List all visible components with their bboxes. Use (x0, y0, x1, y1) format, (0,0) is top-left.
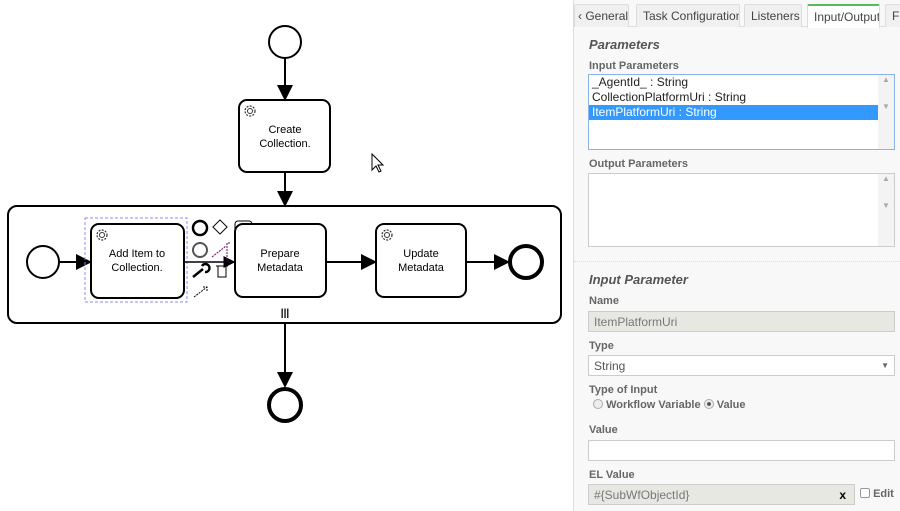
sub-end-event[interactable] (508, 244, 544, 280)
wrench-icon[interactable] (192, 262, 211, 278)
tab-input-output[interactable]: Input/Output (807, 4, 880, 28)
edit-checkbox[interactable] (860, 488, 870, 498)
start-event[interactable] (268, 25, 302, 59)
scrollbar[interactable]: ▲▼ (878, 75, 894, 149)
append-gateway-icon[interactable] (212, 219, 228, 235)
mouse-cursor-icon (371, 152, 385, 173)
connect-icon[interactable] (193, 286, 208, 298)
task-prepare-metadata[interactable]: Prepare Metadata (234, 223, 327, 298)
radio-label: Value (716, 399, 746, 411)
type-of-input-radios: Workflow Variable Value (593, 399, 746, 411)
radio-value[interactable] (703, 399, 714, 409)
end-event[interactable] (267, 387, 303, 423)
tab-more[interactable]: F (885, 4, 900, 27)
task-label: Collection. (259, 138, 310, 150)
append-intermediate-event-icon[interactable] (192, 242, 208, 258)
text-annotation-icon[interactable] (211, 242, 230, 262)
tab-listeners[interactable]: Listeners (744, 4, 802, 27)
output-parameters-label: Output Parameters (589, 158, 689, 170)
task-label: Prepare (260, 248, 299, 260)
scrollbar[interactable]: ▲▼ (878, 174, 894, 246)
task-create-collection[interactable]: Create Collection. (238, 99, 331, 173)
input-parameters-label: Input Parameters (589, 60, 679, 72)
el-value-label: EL Value (589, 469, 635, 481)
edit-label: Edit (873, 488, 894, 500)
type-label: Type (589, 340, 614, 352)
sub-start-event[interactable] (26, 245, 60, 279)
list-item-selected[interactable]: ItemPlatformUri : String (589, 105, 878, 120)
clear-icon[interactable]: x (839, 488, 846, 502)
task-label: Metadata (398, 262, 445, 274)
list-item[interactable]: CollectionPlatformUri : String (592, 90, 747, 104)
type-select[interactable]: String▼ (588, 355, 895, 376)
edit-checkbox-group: Edit (860, 488, 894, 500)
task-label: Update (403, 248, 438, 260)
task-add-item[interactable]: Add Item to Collection. (90, 223, 185, 299)
name-field[interactable]: ItemPlatformUri (588, 311, 895, 332)
value-field[interactable] (588, 440, 895, 461)
radio-label: Workflow Variable (606, 399, 701, 411)
type-of-input-label: Type of Input (589, 384, 658, 396)
parameters-heading: Parameters (589, 37, 660, 52)
tab-scroll-left-icon[interactable]: ‹ (578, 9, 582, 23)
properties-panel: ‹ General Task Configuration Listeners I… (573, 0, 900, 511)
task-label: Metadata (257, 262, 304, 274)
tab-task-configuration[interactable]: Task Configuration (636, 4, 740, 27)
value-label: Value (589, 424, 618, 436)
chevron-down-icon: ▼ (881, 361, 889, 370)
task-label: Collection. (111, 262, 162, 274)
el-value-field[interactable]: #{SubWfObjectId}x (588, 484, 855, 505)
radio-workflow-variable[interactable] (593, 399, 603, 409)
task-label: Create (268, 124, 301, 136)
input-parameter-heading: Input Parameter (589, 272, 688, 287)
tab-bar: ‹ General Task Configuration Listeners I… (574, 4, 900, 28)
list-item[interactable]: _AgentId_ : String (592, 75, 689, 89)
multi-instance-marker: ||| (281, 308, 290, 319)
trash-icon[interactable] (216, 265, 228, 278)
bpmn-canvas[interactable]: Create Collection. Add Item to Collectio… (0, 0, 573, 511)
divider (574, 261, 900, 262)
task-update-metadata[interactable]: Update Metadata (375, 223, 467, 298)
task-label: Add Item to (109, 248, 165, 260)
tab-general[interactable]: ‹ General (574, 4, 629, 27)
input-parameters-list[interactable]: _AgentId_ : String CollectionPlatformUri… (588, 74, 895, 150)
output-parameters-list[interactable]: ▲▼ (588, 173, 895, 247)
name-label: Name (589, 295, 619, 307)
selection-outline (84, 217, 188, 303)
append-end-event-icon[interactable] (191, 219, 209, 237)
